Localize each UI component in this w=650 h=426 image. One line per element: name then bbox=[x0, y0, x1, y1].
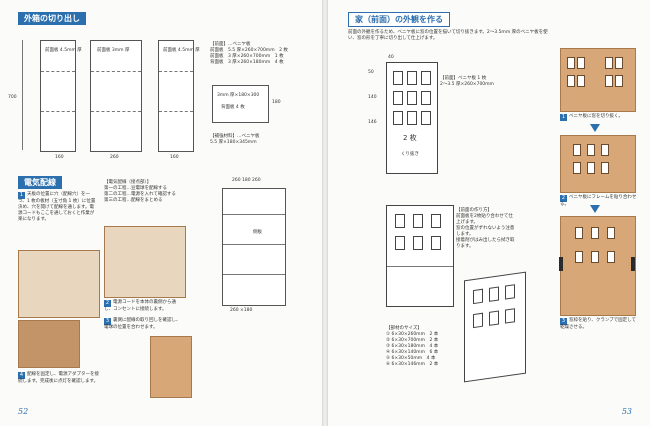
photo-box-inside bbox=[150, 336, 192, 398]
step-number-4: 4 bbox=[18, 372, 25, 379]
small-board-sub: 背面板 4 枚 bbox=[221, 105, 245, 110]
small-spec: 【補強材料】…ベニヤ板 5.5 厚×180×345mm bbox=[210, 134, 310, 146]
count-label: 2 枚 bbox=[403, 134, 417, 142]
photo-step-number-3: 3 bbox=[560, 318, 567, 325]
parts-list: 【部材のサイズ】 ① 6×30×260mm 2 本 ② 6×30×700mm 2… bbox=[386, 326, 439, 367]
board-3-label: 前面板 4.5mm 厚 bbox=[163, 48, 200, 53]
cabinet-3d: 側板 bbox=[222, 188, 286, 306]
photo-clamped bbox=[559, 216, 636, 316]
section-title-wiring: 電気配線 bbox=[18, 176, 62, 189]
photo-step-number-1: 1 bbox=[560, 114, 567, 121]
section-title-front: 家（前面）の外観を作る bbox=[348, 12, 450, 27]
clamp-icon bbox=[559, 257, 563, 271]
page-number-right: 53 bbox=[621, 407, 632, 416]
small-board-label: 3mm 厚×180×300 bbox=[217, 93, 260, 98]
photo-power-adapter bbox=[104, 226, 186, 298]
spec-title: 【前面】…ベニヤ板 bbox=[210, 42, 251, 47]
dim-top: 40 bbox=[388, 55, 394, 60]
dim-160b: 160 bbox=[170, 155, 179, 160]
down-arrow-icon bbox=[590, 124, 600, 132]
small-spec-line: 5.5 厚×180×345mm bbox=[210, 140, 257, 145]
dim-700: 700 bbox=[8, 95, 17, 100]
dim-160: 160 bbox=[55, 155, 64, 160]
box-top-dim: 260 180 260 bbox=[232, 178, 261, 183]
small-spec-title: 【補強材料】…ベニヤ板 bbox=[210, 134, 260, 139]
board-3: 前面板 4.5mm 厚 bbox=[158, 40, 200, 152]
page-number-left: 52 bbox=[18, 407, 29, 416]
front-spec: 【前面】ベニヤ板 1 枚 2～3.5 厚×260×700mm bbox=[440, 76, 494, 87]
left-page: 外箱の切り出し 前面板 4.5mm 厚 前面板 3mm 厚 前面板 4.5mm … bbox=[0, 0, 322, 426]
right-page: 家（前面）の外観を作る 前面の外観を作るため、ベニヤ板に窓の位置を描いて切り抜き… bbox=[328, 0, 650, 426]
board-1: 前面板 4.5mm 厚 bbox=[40, 40, 82, 152]
step-number-3: 3 bbox=[104, 318, 111, 325]
front-frame-diagram bbox=[386, 205, 454, 307]
step-number-1: 1 bbox=[18, 192, 25, 199]
front-notes: 【前面の作り方】 前面板を2枚貼り合わせて仕上げます。 窓の位置がずれないよう注… bbox=[456, 208, 515, 249]
board-1-label: 前面板 4.5mm 厚 bbox=[45, 48, 82, 53]
panel-caption: くり抜き bbox=[401, 152, 419, 157]
small-board: 3mm 厚×180×300 背面板 4 枚 bbox=[212, 85, 269, 123]
photo-wiring-board bbox=[18, 250, 100, 318]
box-side-label: 側板 bbox=[253, 230, 262, 235]
step-number-2: 2 bbox=[104, 300, 111, 307]
spec-line: 前面板 5.5 厚×260×700mm 2 枚 bbox=[210, 48, 288, 53]
board-2: 前面板 3mm 厚 bbox=[90, 40, 142, 152]
box-bottom-dim: 260 ×180 bbox=[230, 308, 253, 313]
dim-260: 260 bbox=[110, 155, 119, 160]
dim-180: 180 bbox=[272, 100, 281, 105]
photo-frame-glued bbox=[560, 135, 636, 193]
wiring-notes: 【電気配線（接点部）】 第一の工程…豆電球を配線する 第二の工程…電源を入れて確… bbox=[104, 180, 194, 204]
section-title-cutting: 外箱の切り出し bbox=[18, 12, 86, 25]
wiring-title: 【電気配線（接点部）】 bbox=[104, 180, 152, 185]
book-gutter bbox=[322, 0, 328, 426]
intro-text: 前面の外観を作るため、ベニヤ板に窓の位置を描いて切り抜きます。2～3.5mm 厚… bbox=[348, 30, 548, 41]
clamp-icon bbox=[631, 257, 635, 271]
spec-block: 【前面】…ベニヤ板 前面板 5.5 厚×260×700mm 2 枚 前面板 3 … bbox=[210, 42, 310, 66]
house-3d-diagram bbox=[464, 271, 526, 383]
board-2-label: 前面板 3mm 厚 bbox=[97, 48, 130, 53]
front-panel-template: 2 枚 くり抜き bbox=[386, 62, 438, 174]
photo-wiring-closeup bbox=[18, 320, 80, 368]
spec-line: 背面板 3 厚×260×180mm 4 枚 bbox=[210, 60, 284, 65]
down-arrow-icon bbox=[590, 205, 600, 213]
photo-step-number-2: 2 bbox=[560, 195, 567, 202]
spec-line: 前面板 3 厚×260×700mm 1 枚 bbox=[210, 54, 284, 59]
photo-cut-panels bbox=[560, 48, 636, 112]
